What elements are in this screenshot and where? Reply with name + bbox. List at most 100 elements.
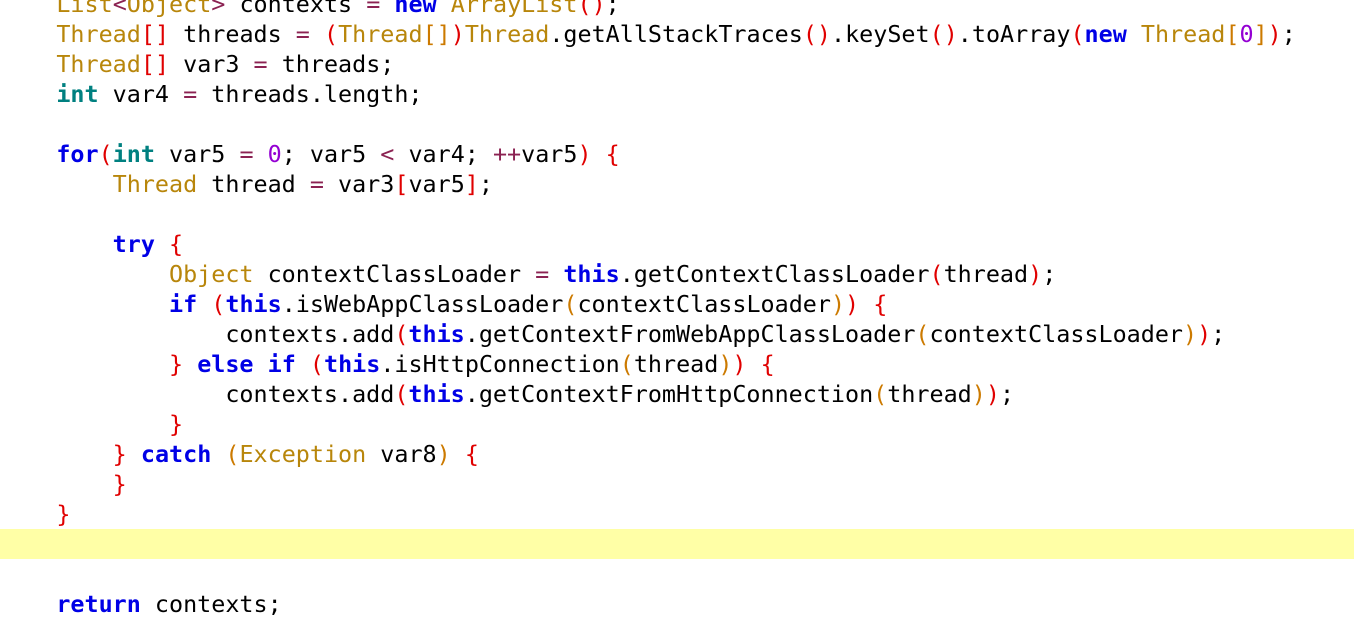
code-token-bracket-1: ] [436,20,451,48]
code-line[interactable]: contexts.add(this.getContextFromHttpConn… [0,379,1354,409]
code-line[interactable]: Object contextClassLoader = this.getCont… [0,259,1354,289]
code-token-keyword: else [197,350,254,378]
code-line[interactable]: contexts.add(this.getContextFromWebAppCl… [0,319,1354,349]
current-code-line[interactable] [0,529,1354,559]
code-indent [0,290,169,318]
code-line[interactable]: Thread[] threads = (Thread[])Thread.getA… [0,19,1354,49]
code-token-keyword: this [408,380,465,408]
code-token-plain: .isWebAppClassLoader [281,290,564,318]
code-token-plain: ; [605,0,620,18]
code-token-bracket-1: ) [436,440,451,468]
code-token-plain: var5 [408,170,465,198]
code-indent [0,350,169,378]
code-token-plain: var8 [366,440,437,468]
code-token-type: Thread [464,20,550,48]
code-token-bracket-1: ( [563,290,578,318]
code-indent [0,470,113,498]
code-token-plain [549,260,563,288]
code-token-bracket-1: [ [1225,20,1240,48]
code-token-bracket-0: ( [98,140,113,168]
code-token-plain: .keySet [831,20,930,48]
code-token-plain: threads.length; [197,80,423,108]
code-token-bracket-0: ) [985,380,1000,408]
code-token-type: Thread [1140,20,1226,48]
code-line[interactable] [0,109,1354,139]
code-token-plain [197,290,211,318]
code-line[interactable]: } [0,619,1354,624]
code-line[interactable]: try { [0,229,1354,259]
code-token-primitive: int [112,140,155,168]
code-token-type: Thread [56,50,141,78]
code-token-plain: contextClassLoader [929,320,1183,348]
code-token-bracket-1: ( [619,350,634,378]
code-token-bracket-0: } [112,440,127,468]
code-token-bracket-0: ) [943,20,958,48]
code-token-plain: ; var5 [281,140,381,168]
code-indent [0,140,56,168]
code-line[interactable]: for(int var5 = 0; var5 < var4; ++var5) { [0,139,1354,169]
code-token-plain [437,0,451,18]
code-token-bracket-1: ] [1253,20,1268,48]
code-indent [0,0,56,18]
code-token-bracket-1: ) [718,350,733,378]
code-line[interactable]: } [0,499,1354,529]
code-line[interactable]: Thread thread = var3[var5]; [0,169,1354,199]
code-token-plain: ; [1281,20,1296,48]
code-token-type: Thread [112,170,198,198]
code-token-operator: ++ [492,140,522,168]
code-token-keyword: try [112,230,155,258]
code-token-bracket-0: ( [394,320,409,348]
code-line[interactable]: } [0,409,1354,439]
code-indent [0,500,56,528]
code-line[interactable]: } [0,469,1354,499]
code-token-plain: thread [887,380,972,408]
code-token-plain: var5 [521,140,578,168]
code-token-bracket-0: ) [1267,20,1282,48]
code-indent [0,440,113,468]
code-token-plain: .isHttpConnection [380,350,620,378]
code-token-plain [296,350,310,378]
code-line[interactable]: } catch (Exception var8) { [0,439,1354,469]
code-token-plain [254,140,268,168]
code-token-plain: contexts.add [225,380,395,408]
code-token-operator: = [239,140,254,168]
code-token-plain [747,350,761,378]
code-line[interactable] [0,199,1354,229]
code-line[interactable]: } else if (this.isHttpConnection(thread)… [0,349,1354,379]
code-token-plain: var5 [154,140,240,168]
code-line[interactable]: Thread[] var3 = threads; [0,49,1354,79]
code-token-bracket-0: [ [394,170,409,198]
code-token-plain: contexts [225,0,367,18]
code-token-keyword: this [225,290,282,318]
code-token-plain [859,290,873,318]
code-line[interactable]: int var4 = threads.length; [0,79,1354,109]
code-token-bracket-1: ) [1182,320,1198,348]
code-token-operator: = [535,260,550,288]
code-token-operator: = [183,80,198,108]
code-token-bracket-0: ) [816,20,832,48]
code-token-bracket-0: [ [140,20,155,48]
code-token-keyword: catch [140,440,212,468]
code-line[interactable] [0,559,1354,589]
code-token-plain: thread [197,170,310,198]
code-token-bracket-0: } [0,620,14,624]
code-token-keyword: if [169,290,198,318]
code-token-bracket-0: ) [1028,260,1043,288]
code-token-bracket-1: ) [971,380,986,408]
code-token-bracket-0: ( [929,260,944,288]
code-line[interactable]: if (this.isWebAppClassLoader(contextClas… [0,289,1354,319]
code-token-bracket-0: } [169,350,184,378]
code-indent [0,260,169,288]
code-token-operator: < [112,0,127,18]
code-line[interactable]: return contexts; [0,589,1354,619]
code-token-keyword: if [267,350,296,378]
code-token-plain: var3 [323,170,395,198]
code-token-plain: contexts; [140,590,282,618]
code-token-type: Object [126,0,212,18]
code-token-bracket-0: [ [140,50,155,78]
code-line[interactable]: List<Object> contexts = new ArrayList(); [0,0,1354,19]
code-token-operator: = [295,20,310,48]
code-indent [0,80,56,108]
code-token-bracket-1: ( [873,380,888,408]
